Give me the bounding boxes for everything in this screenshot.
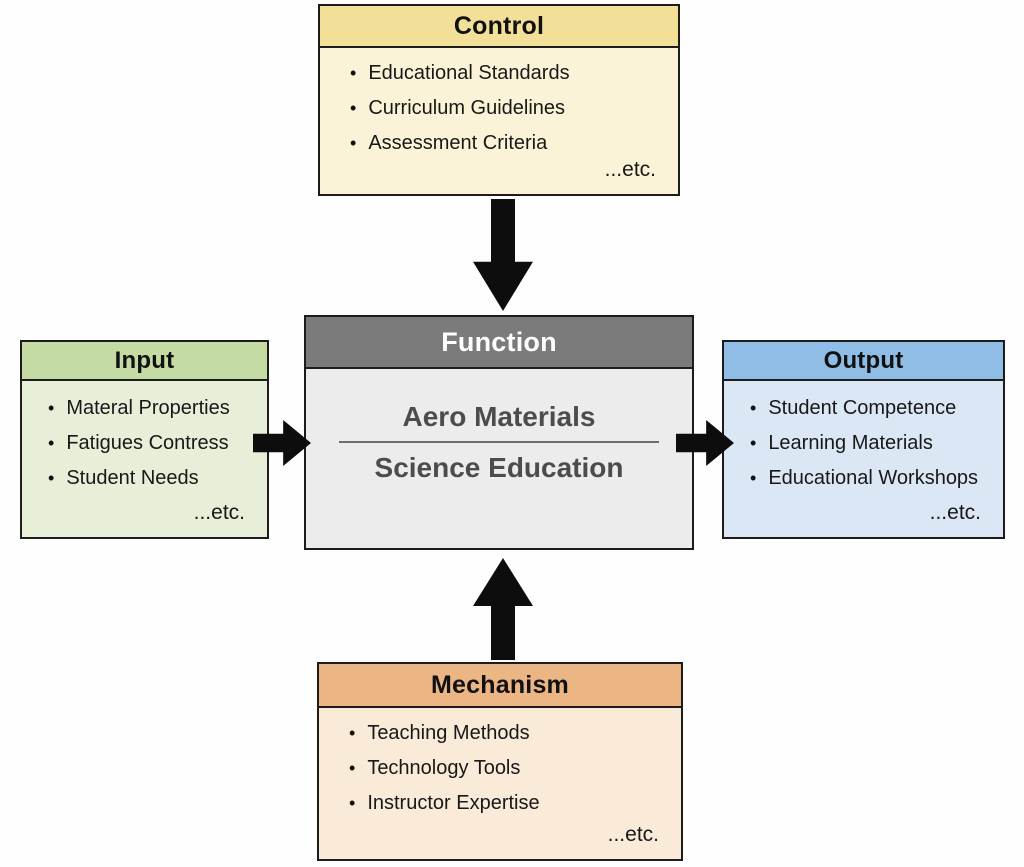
list-item-label: Student Competence (768, 397, 957, 419)
bullet-icon: • (350, 98, 357, 118)
control-to-function-arrow-icon (473, 199, 533, 311)
input-box-body: • Materal Properties • Fatigues Contress… (22, 381, 267, 537)
list-item-label: Learning Materials (768, 432, 933, 454)
control-box-header: Control (320, 6, 678, 48)
mechanism-box-header: Mechanism (319, 664, 681, 708)
list-item: • Instructor Expertise (349, 792, 671, 815)
control-item-list: • Educational Standards • Curriculum Gui… (320, 48, 678, 155)
list-item-label: Educational Standards (368, 62, 570, 84)
mechanism-to-function-arrow-icon (473, 558, 533, 660)
list-item: • Curriculum Guidelines (350, 97, 668, 120)
function-divider (339, 440, 659, 443)
bullet-icon: • (750, 433, 757, 453)
output-box-body: • Student Competence • Learning Material… (724, 381, 1003, 537)
bullet-icon: • (750, 398, 757, 418)
list-item-label: Instructor Expertise (367, 792, 540, 814)
bullet-icon: • (750, 468, 757, 488)
mechanism-box-body: • Teaching Methods • Technology Tools • … (319, 708, 681, 859)
etc-label: ...etc. (929, 501, 981, 524)
bullet-icon: • (350, 63, 357, 83)
function-box-title: Function (441, 326, 557, 357)
mechanism-box: Mechanism • Teaching Methods • Technolog… (317, 662, 683, 861)
control-box-body: • Educational Standards • Curriculum Gui… (320, 48, 678, 194)
function-box-body: Aero Materials Science Education (306, 369, 692, 548)
output-box: Output • Student Competence • Learning M… (722, 340, 1005, 539)
function-line-1: Aero Materials (402, 400, 596, 432)
bullet-icon: • (48, 433, 55, 453)
list-item-label: Fatigues Contress (66, 432, 229, 454)
output-box-title: Output (823, 346, 904, 374)
list-item: • Technology Tools (349, 757, 671, 780)
list-item: • Educational Workshops (750, 467, 993, 490)
input-box-title: Input (114, 346, 175, 374)
bullet-icon: • (48, 468, 55, 488)
function-line-2: Science Education (374, 451, 624, 483)
list-item-label: Educational Workshops (768, 467, 979, 489)
mechanism-item-list: • Teaching Methods • Technology Tools • … (319, 708, 681, 815)
list-item-label: Curriculum Guidelines (368, 97, 566, 119)
bullet-icon: • (349, 723, 356, 743)
bullet-icon: • (48, 398, 55, 418)
list-item-label: Assessment Criteria (368, 132, 548, 154)
list-item: • Assessment Criteria (350, 132, 668, 155)
function-box: Function Aero Materials Science Educatio… (304, 315, 694, 550)
etc-label: ...etc. (607, 823, 659, 846)
list-item: • Educational Standards (350, 62, 668, 85)
control-box: Control • Educational Standards • Curric… (318, 4, 680, 196)
function-box-header: Function (306, 317, 692, 369)
output-box-header: Output (724, 342, 1003, 381)
list-item: • Student Needs (48, 467, 257, 490)
input-box: Input • Materal Properties • Fatigues Co… (20, 340, 269, 539)
list-item-label: Teaching Methods (367, 722, 530, 744)
control-box-title: Control (453, 11, 545, 40)
list-item-label: Materal Properties (66, 397, 230, 419)
etc-label: ...etc. (193, 501, 245, 524)
input-box-header: Input (22, 342, 267, 381)
input-item-list: • Materal Properties • Fatigues Contress… (22, 381, 267, 490)
bullet-icon: • (349, 758, 356, 778)
list-item: • Teaching Methods (349, 722, 671, 745)
list-item: • Student Competence (750, 397, 993, 420)
list-item: • Learning Materials (750, 432, 993, 455)
etc-label: ...etc. (604, 158, 656, 181)
output-item-list: • Student Competence • Learning Material… (724, 381, 1003, 490)
bullet-icon: • (350, 133, 357, 153)
list-item: • Fatigues Contress (48, 432, 257, 455)
bullet-icon: • (349, 793, 356, 813)
list-item-label: Technology Tools (367, 757, 521, 779)
list-item: • Materal Properties (48, 397, 257, 420)
list-item-label: Student Needs (66, 467, 199, 489)
mechanism-box-title: Mechanism (431, 670, 569, 699)
